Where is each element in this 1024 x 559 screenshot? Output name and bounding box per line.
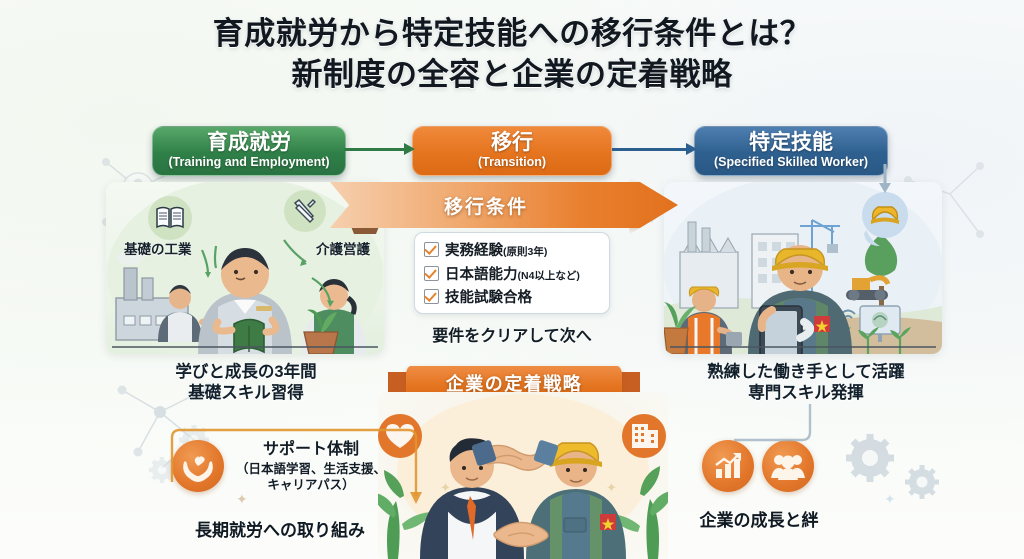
transition-requirements-card: 実務経験(原則3年) 日本語能力(N4以上など) 技能試験合格 xyxy=(414,232,610,314)
stage-chip-transition-en: (Transition) xyxy=(477,155,547,170)
stage-chip-transition[interactable]: 移行 (Transition) xyxy=(412,126,612,176)
handshake-illustration-panel: ✦ ✦ xyxy=(378,392,668,559)
left-caption-line-2: 基礎スキル習得 xyxy=(188,384,304,403)
sparkle-icon-5: ✦ xyxy=(884,491,896,507)
training-scene-illustration xyxy=(107,182,383,354)
requirement-label-3: 技能試験合格 xyxy=(445,286,532,307)
retention-strategy-ribbon: 企業の定着戦略 xyxy=(392,366,640,400)
page-title: 育成就労から特定技能への移行条件とは？ 新制度の全容と企業の定着戦略 xyxy=(0,14,1024,96)
ssw-scene-illustration xyxy=(664,182,942,354)
right-caption-line-1: 熟練した働き手として活躍 xyxy=(707,363,905,381)
requirement-row-3[interactable]: 技能試験合格 xyxy=(424,286,601,307)
requirement-label-1: 実務経験(原則3年) xyxy=(445,239,547,260)
hard-hat-icon xyxy=(862,192,908,238)
requirement-main-1: 実務経験 xyxy=(445,243,503,259)
left-panel-ground-line xyxy=(112,346,378,348)
skilled-worker-graphic xyxy=(748,245,852,354)
stage-chip-ssw-en: (Specified Skilled Worker) xyxy=(714,155,868,170)
right-panel-ground-line xyxy=(670,346,936,348)
transition-arrow-label: 移行条件 xyxy=(443,196,528,218)
right-caption-line-2: 専門スキル発揮 xyxy=(748,384,864,403)
left-illustration-panel xyxy=(106,182,384,354)
construction-worker-graphic xyxy=(526,442,626,559)
title-line-2: 新制度の全容と企業の定着戦略 xyxy=(291,56,733,92)
handshake-lower-graphic xyxy=(493,521,549,548)
left-panel-caption: 学びと成長の3年間 基礎スキル習得 xyxy=(96,362,396,404)
requirement-note-1: (原則3年) xyxy=(503,246,548,258)
requirement-main-3: 技能試験合格 xyxy=(445,290,532,306)
trainee-center-graphic xyxy=(198,248,292,354)
svg-text:✦: ✦ xyxy=(606,480,617,495)
handshake-graphic xyxy=(471,440,559,471)
support-title: サポート体制 xyxy=(262,441,359,458)
right-panel-caption: 熟練した働き手として活躍 専門スキル発揮 xyxy=(656,362,956,404)
worker-with-vest-graphic xyxy=(676,286,742,354)
requirement-row-1[interactable]: 実務経験(原則3年) xyxy=(424,239,601,260)
left-icon-label-care: 介護営護 xyxy=(316,242,370,257)
sparkle-icon-3: ✦ xyxy=(236,491,248,507)
leaves-right-graphic xyxy=(608,466,668,559)
requirements-clear-note: 要件をクリアして次へ xyxy=(432,328,592,345)
excavator-graphic xyxy=(846,275,891,301)
stage-chip-ssw[interactable]: 特定技能 (Specified Skilled Worker) xyxy=(694,126,888,176)
transition-condition-arrow: 移行条件 xyxy=(330,182,678,228)
support-system-text: サポート体制 （日本語学習、生活支援、 キャリアパス） xyxy=(222,440,400,493)
requirement-row-2[interactable]: 日本語能力(N4以上など) xyxy=(424,263,601,284)
stage-chip-ssw-jp: 特定技能 xyxy=(749,131,833,155)
book-icon xyxy=(148,196,192,240)
requirement-label-2: 日本語能力(N4以上など) xyxy=(445,263,580,284)
right-illustration-panel xyxy=(664,182,942,354)
caregiver-right-graphic xyxy=(302,279,366,354)
support-detail-line-1: （日本語学習、生活支援、 xyxy=(235,461,386,476)
svg-text:✦: ✦ xyxy=(440,480,451,495)
handshake-scene-illustration: ✦ ✦ xyxy=(378,394,668,559)
checkbox-icon-1[interactable] xyxy=(424,242,439,257)
smart-agriculture-screen-graphic xyxy=(840,305,901,342)
checkbox-icon-2[interactable] xyxy=(424,265,439,281)
stage-chip-transition-jp: 移行 xyxy=(491,131,533,155)
flow-arrows-graphic xyxy=(213,245,218,269)
growth-chart-icon xyxy=(702,440,754,492)
left-caption-line-1: 学びと成長の3年間 xyxy=(175,363,317,381)
worker-left-graphic xyxy=(158,285,219,342)
requirement-main-2: 日本語能力 xyxy=(445,266,518,283)
gear-decoration-bottomright xyxy=(846,434,939,499)
long-term-employment-note: 長期就労への取り組み xyxy=(195,521,365,540)
stage-chip-training-jp: 育成就労 xyxy=(207,131,291,155)
checkbox-icon-3[interactable] xyxy=(424,289,439,304)
ribbon-label: 企業の定着戦略 xyxy=(445,374,583,394)
requirement-note-2: (N4以上など) xyxy=(517,269,580,282)
title-line-1: 育成就労から特定技能への移行条件とは？ xyxy=(212,16,812,51)
left-icon-label-industry: 基礎の工業 xyxy=(124,242,192,257)
stage-chip-training-en: (Training and Employment) xyxy=(168,155,330,170)
support-detail-line-2: キャリアパス） xyxy=(267,478,355,493)
company-growth-note: 企業の成長と絆 xyxy=(699,511,819,530)
connector-arrow-training-to-transition xyxy=(344,143,415,155)
tools-icon xyxy=(284,190,326,232)
connector-arrow-transition-to-ssw xyxy=(612,143,697,155)
people-group-icon xyxy=(762,440,814,492)
heart-in-hands-icon xyxy=(172,440,224,492)
stage-chip-training[interactable]: 育成就労 (Training and Employment) xyxy=(152,126,346,176)
